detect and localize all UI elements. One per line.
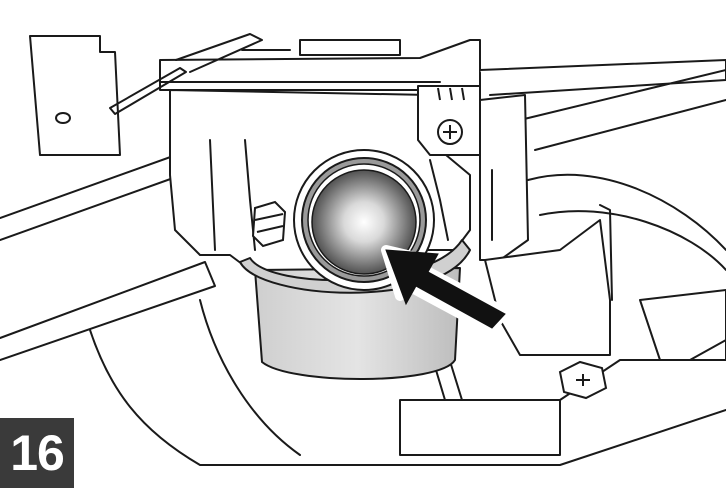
right-rail bbox=[519, 69, 726, 121]
right-panel bbox=[479, 59, 726, 96]
step-number-badge: 16 bbox=[0, 418, 74, 488]
screw-bracket-ribs bbox=[437, 87, 465, 101]
right-curve-cable-2 bbox=[539, 210, 726, 271]
body-inner-left bbox=[209, 139, 216, 251]
frame-bar-left-lower bbox=[0, 261, 216, 361]
lower-shell-inner bbox=[199, 299, 301, 456]
top-clip bbox=[299, 39, 401, 56]
rod bbox=[109, 67, 187, 115]
bracket-hole bbox=[55, 112, 71, 124]
right-frame-edge bbox=[599, 204, 613, 301]
phillips-screw-lower bbox=[558, 360, 608, 400]
right-rail-2 bbox=[534, 99, 726, 151]
lower-shell bbox=[89, 329, 726, 466]
arrow-pointer bbox=[381, 245, 510, 335]
right-wall bbox=[479, 94, 529, 261]
frame-bar-left bbox=[0, 149, 191, 241]
phillips-screw-upper bbox=[437, 119, 463, 145]
left-bracket bbox=[29, 35, 121, 156]
right-bottom-panel bbox=[639, 289, 726, 361]
hex-bolt bbox=[251, 200, 287, 248]
rod-clip bbox=[175, 33, 263, 73]
right-lower-panel bbox=[484, 219, 611, 356]
right-curve-cable bbox=[527, 173, 726, 251]
body-inner-right bbox=[429, 159, 449, 241]
lower-bracket bbox=[399, 399, 561, 456]
